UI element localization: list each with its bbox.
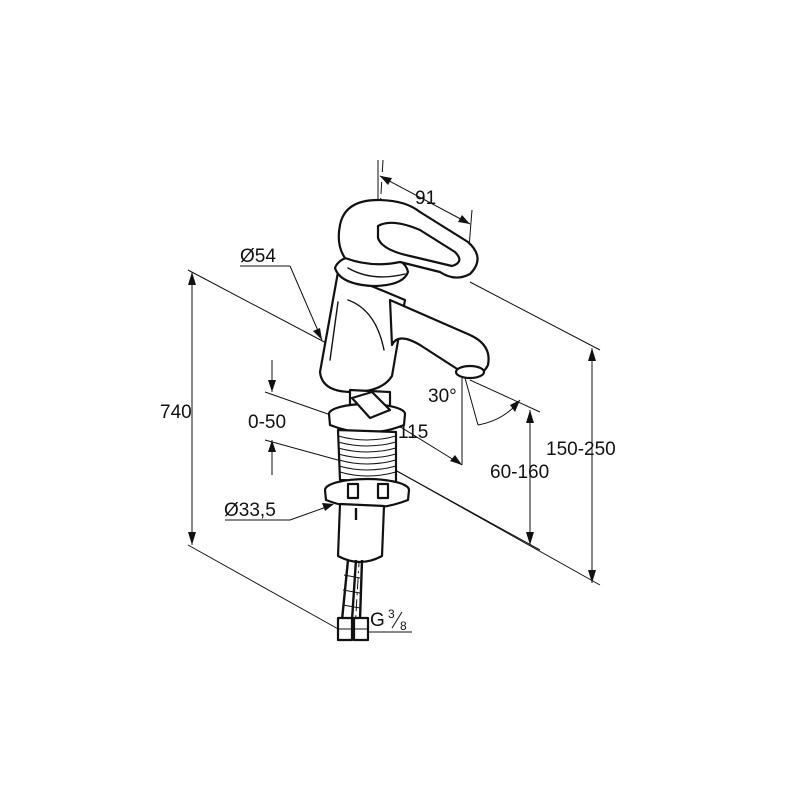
label-30-degree: 30°	[428, 386, 457, 407]
label-thread-num: 3	[388, 607, 395, 621]
leader-diameter-54: Ø54	[240, 246, 323, 341]
dimension-740: 740	[160, 269, 341, 631]
lever-handle	[337, 198, 479, 279]
label-115: 115	[398, 422, 428, 443]
label-thread-den: 8	[400, 619, 407, 633]
label-740: 740	[160, 402, 192, 423]
dimension-30-degree: 30°	[428, 377, 521, 426]
faucet-body	[318, 252, 490, 394]
leader-thread-g-3-8: G 3 8	[365, 607, 412, 633]
label-0-50: 0-50	[248, 412, 286, 433]
supply-hoses	[336, 559, 370, 642]
label-91: 91	[415, 188, 436, 209]
dimension-0-50: 0-50	[248, 360, 346, 475]
label-diameter-54: Ø54	[240, 246, 276, 267]
label-thread-prefix: G	[370, 610, 385, 631]
mounting-assembly	[323, 388, 411, 564]
label-diameter-33-5: Ø33,5	[224, 500, 276, 521]
dimension-60-160: 60-160	[394, 379, 549, 551]
leader-diameter-33-5: Ø33,5	[224, 500, 334, 521]
label-150-250: 150-250	[546, 439, 616, 460]
label-60-160: 60-160	[490, 462, 549, 483]
